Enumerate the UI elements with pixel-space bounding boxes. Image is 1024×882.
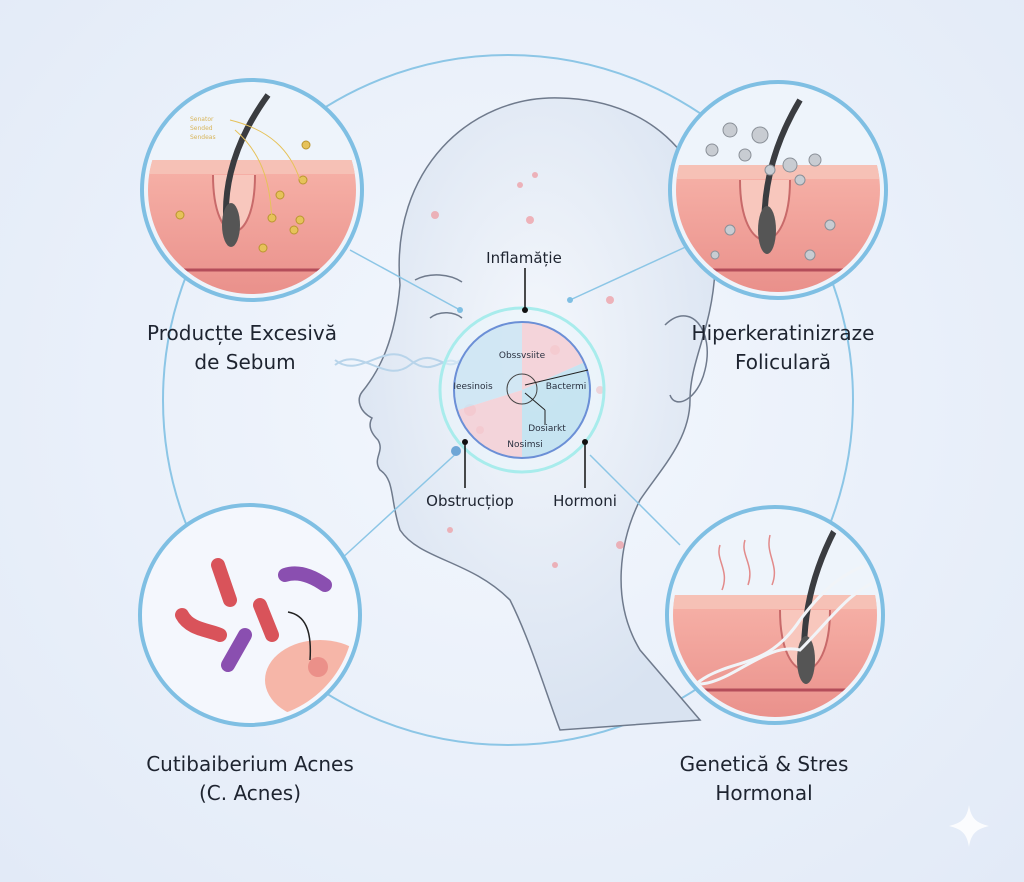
ear-icon: [664, 315, 708, 403]
tiny-label: Sended: [190, 125, 213, 132]
connector-lines: [339, 244, 691, 561]
tiny-label: Senator: [190, 116, 214, 123]
panel-title: Producțte Excesivă: [147, 321, 337, 345]
panel-hyperkeratinization: [668, 80, 888, 300]
panel-title: Foliculară: [735, 350, 831, 374]
bacteria-icon: [175, 558, 332, 672]
panel-title: de Sebum: [194, 350, 295, 374]
panel-title: Genetică & Stres: [680, 752, 849, 776]
inner-label-right: Bactermi: [546, 382, 587, 392]
tiny-label: Sendeas: [190, 134, 216, 141]
outer-ring: [162, 54, 854, 746]
panel-title: Hiperkeratinizraze: [692, 321, 875, 345]
panel-sebum-production: Senator Sended Sendeas: [140, 78, 364, 302]
label-obstruction: Obstrucțiop: [426, 492, 514, 510]
panel-title: (C. Acnes): [199, 781, 301, 805]
central-mechanism-circle: [438, 306, 606, 474]
label-inflammation: Inflamăție: [486, 249, 562, 267]
inner-label-bottom: Nosimsi: [507, 440, 542, 450]
panel-title: Cutibaiberium Acnes: [146, 752, 354, 776]
inner-label-left: Ieesinois: [453, 382, 493, 392]
panel-c-acnes: [138, 503, 362, 727]
inner-label-lower: Dosiarkt: [528, 424, 566, 434]
panel-title: Hormonal: [715, 781, 812, 805]
inner-label-top: Obssvsiite: [499, 351, 546, 361]
sparkle-icon: [949, 805, 989, 847]
label-hormones: Hormoni: [553, 492, 617, 510]
dna-helix-icon: [678, 558, 877, 701]
panel-genetics-stress: [665, 505, 885, 725]
